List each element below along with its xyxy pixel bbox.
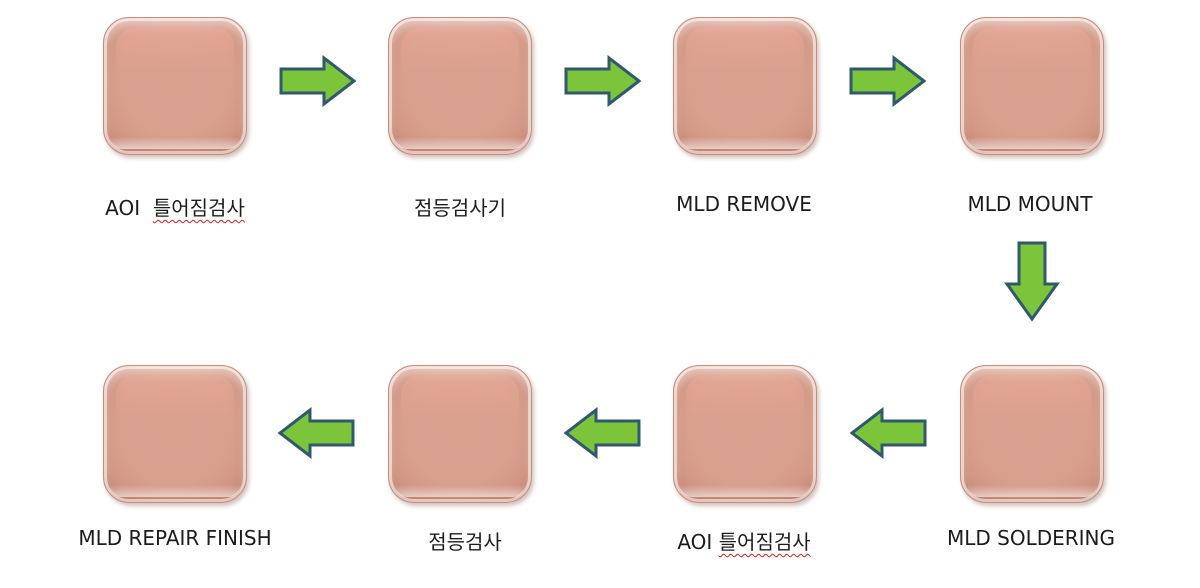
block-arrow-right-icon: [849, 55, 927, 107]
step-label-mld-soldering: MLD SOLDERING: [901, 526, 1161, 550]
step-label-prefix: AOI: [677, 530, 719, 554]
step-label-lighting-inspection: 점등검사: [335, 526, 595, 555]
step-label-mld-repair-finish: MLD REPAIR FINISH: [45, 526, 305, 550]
step-label-text: 틀어짐검사: [152, 196, 245, 220]
step-label-text: MLD MOUNT: [967, 192, 1093, 216]
step-label-prefix: AOI: [105, 196, 153, 220]
block-arrow-left-icon: [563, 407, 641, 459]
step-label-text: 점등검사기: [414, 196, 506, 220]
block-arrow-down-icon: [1004, 241, 1060, 322]
block-arrow-left-icon: [849, 407, 927, 459]
step-label-text: MLD REPAIR FINISH: [78, 526, 272, 550]
process-box-lighting-tester: [388, 17, 532, 155]
process-box-aoi-inspection-2: [673, 365, 817, 503]
step-label-aoi-inspection-1: AOI 틀어짐검사: [45, 192, 305, 221]
step-label-lighting-tester: 점등검사기: [330, 192, 590, 221]
step-label-mld-mount: MLD MOUNT: [900, 192, 1160, 216]
block-arrow-left-icon: [277, 407, 355, 459]
process-box-mld-remove: [673, 17, 817, 155]
process-box-aoi-inspection-1: [103, 17, 247, 155]
step-label-mld-remove: MLD REMOVE: [614, 192, 874, 216]
step-label-text: MLD REMOVE: [676, 192, 812, 216]
block-arrow-right-icon: [279, 55, 357, 107]
process-box-lighting-inspection: [388, 365, 532, 503]
step-label-text: MLD SOLDERING: [946, 526, 1116, 550]
block-arrow-right-icon: [564, 55, 642, 107]
step-label-aoi-inspection-2: AOI 틀어짐검사: [614, 526, 874, 555]
process-box-mld-soldering: [960, 365, 1104, 503]
process-box-mld-repair-finish: [103, 365, 247, 503]
step-label-text: 틀어짐검사: [718, 530, 811, 554]
step-label-text: 점등검사: [428, 530, 502, 554]
process-box-mld-mount: [960, 17, 1104, 155]
